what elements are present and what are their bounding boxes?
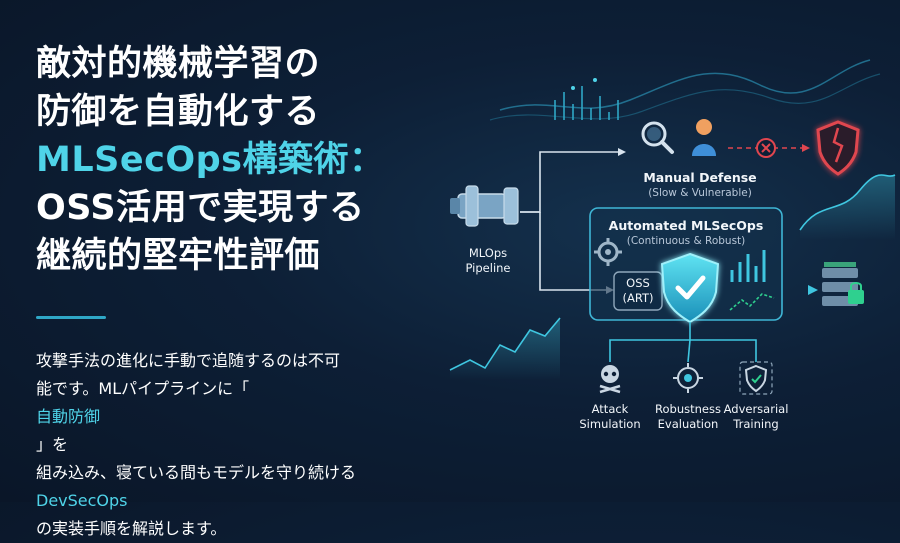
- pipe-icon: [450, 185, 519, 227]
- arrow-to-broken: [802, 144, 810, 152]
- arrow-to-manual: [618, 148, 626, 156]
- decor-top-wave: [489, 59, 881, 121]
- server-lock-icon: [822, 262, 864, 306]
- adversarial-training-label: Adversarial Training: [724, 402, 789, 432]
- person-icon: [692, 119, 716, 156]
- manual-defense-subtitle: (Slow & Vulnerable): [648, 187, 752, 199]
- headline-line-1: 敵対的機械学習の: [36, 44, 321, 84]
- description-text: 能です。MLパイプラインに「: [36, 379, 250, 398]
- attack-simulation-label: Attack Simulation: [579, 402, 640, 432]
- decor-right-chart: [799, 174, 896, 240]
- magnifier-icon: [641, 121, 674, 154]
- adv-label-2: Training: [733, 417, 779, 431]
- shield-sparkle-icon: [739, 361, 773, 395]
- robust-label-1: Robustness: [655, 402, 721, 416]
- gear-icon: [594, 238, 622, 266]
- arrow-to-server: [808, 285, 818, 295]
- broken-shield-icon: [816, 120, 860, 176]
- description: 攻撃手法の進化に手動で追随するのは不可 能です。MLパイプラインに「自動防御」を…: [36, 347, 436, 543]
- oss-label: OSS (ART): [622, 276, 653, 306]
- description-text: の実装手順を解説します。: [36, 519, 227, 538]
- divider: [36, 316, 106, 319]
- pipeline-label-2: Pipeline: [465, 261, 511, 275]
- robustness-evaluation-label: Robustness Evaluation: [655, 402, 721, 432]
- diagram-graphics: [449, 59, 896, 395]
- automated-subtitle: (Continuous & Robust): [626, 235, 746, 247]
- description-text: 」を: [36, 435, 69, 454]
- headline: 敵対的機械学習の 防御を自動化する MLSecOps構築術： OSS活用で実現す…: [36, 40, 436, 280]
- robust-label-2: Evaluation: [657, 417, 719, 431]
- decor-bottom-chart: [449, 317, 561, 380]
- headline-line-5: 継続的堅牢性評価: [36, 236, 321, 276]
- description-line-4: DevSecOps の実装手順を解説します。: [36, 487, 436, 543]
- attack-label-2: Simulation: [579, 417, 641, 431]
- decor-box-line: [729, 293, 775, 311]
- pipeline-label-1: MLOps: [468, 246, 508, 260]
- target-icon: [673, 363, 703, 393]
- banner: 敵対的機械学習の 防御を自動化する MLSecOps構築術： OSS活用で実現す…: [36, 0, 900, 510]
- oss-box: [613, 271, 663, 311]
- description-line-3: 組み込み、寝ている間もモデルを守り続ける: [36, 463, 357, 482]
- adv-label-1: Adversarial: [723, 402, 789, 416]
- manual-defense-title: Manual Defense: [643, 170, 757, 185]
- fanout-lines: [609, 322, 757, 363]
- decor-box-bars: [730, 250, 766, 282]
- description-line-2: 能です。MLパイプラインに「自動防御」を: [36, 375, 436, 459]
- automated-title: Automated MLSecOps: [608, 218, 764, 233]
- headline-line-4: OSS活用で実現する: [36, 188, 365, 228]
- headline-line-2: 防御を自動化する: [36, 92, 321, 132]
- oss-label-2: (ART): [622, 291, 654, 305]
- pipeline-label: MLOps Pipeline: [465, 246, 510, 276]
- skull-icon: [599, 365, 621, 394]
- highlight-devsecops: DevSecOps: [36, 491, 128, 510]
- highlight-auto-defense: 自動防御: [36, 407, 101, 426]
- oss-label-1: OSS: [626, 276, 650, 290]
- attack-label-1: Attack: [591, 402, 629, 416]
- x-icon: [756, 138, 776, 158]
- flow-lines: [520, 151, 618, 291]
- diagram: MLOps Pipeline Manual Defense (Slow & Vu…: [430, 0, 900, 502]
- description-line-1: 攻撃手法の進化に手動で追随するのは不可: [36, 351, 341, 370]
- headline-line-3: MLSecOps構築術：: [36, 140, 385, 180]
